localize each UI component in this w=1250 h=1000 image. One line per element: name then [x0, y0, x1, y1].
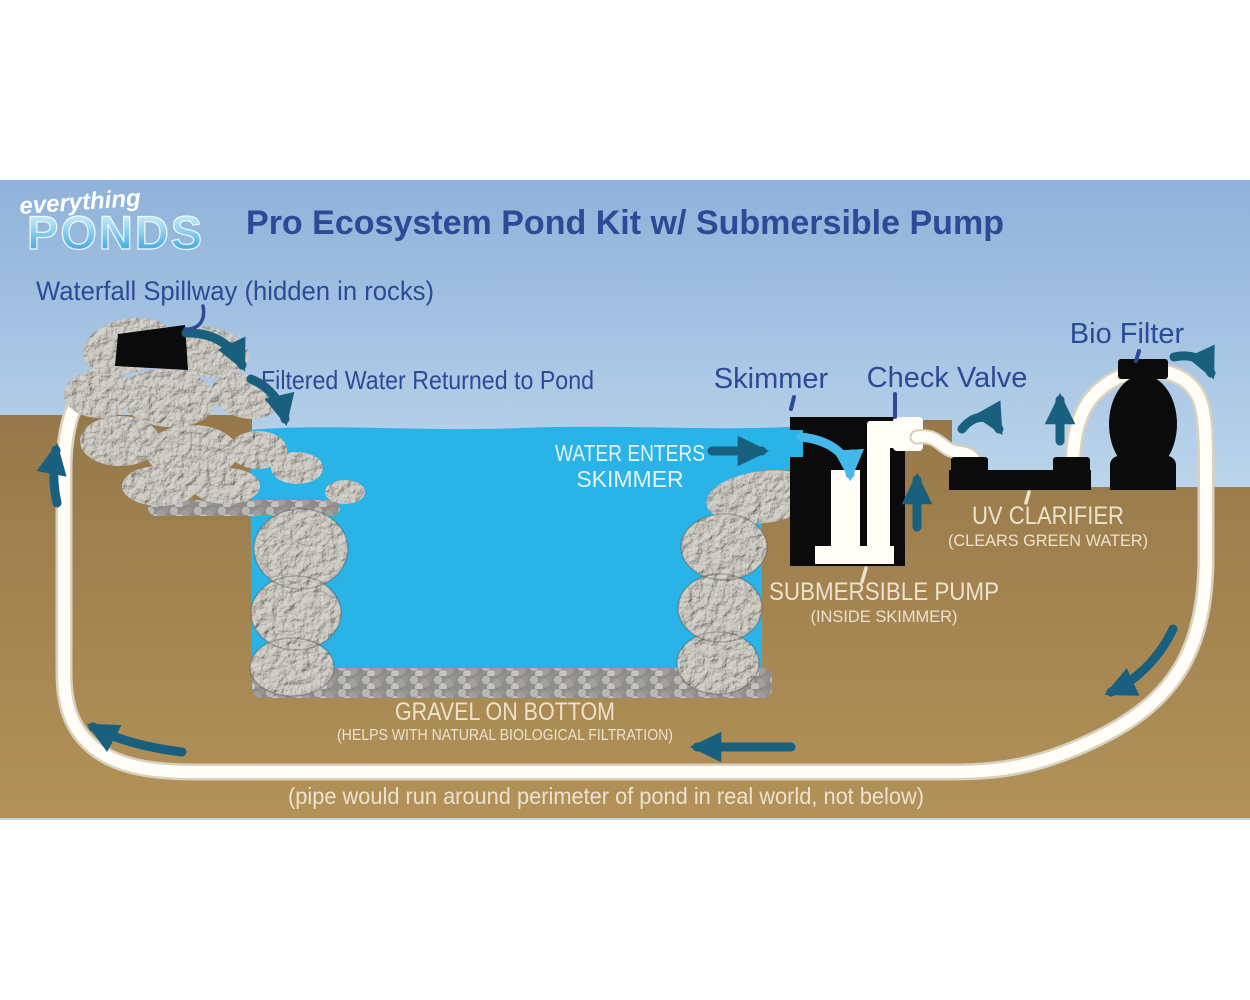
ground	[0, 415, 1250, 818]
label-skimmer: Skimmer	[714, 363, 829, 395]
label-gravel: GRAVEL ON BOTTOM	[395, 698, 615, 726]
diagram-title: Pro Ecosystem Pond Kit w/ Submersible Pu…	[246, 204, 1004, 242]
brand-logo: everything PONDS	[19, 185, 204, 260]
pond-kit-diagram: everything PONDS Pro Ecosystem Pond Kit …	[0, 180, 1250, 820]
arrow-pipe-down-right	[1104, 624, 1178, 697]
arrow-to-uv	[957, 400, 1004, 436]
arrow-pipe-up-left	[36, 442, 67, 508]
pump-outlet-pipe	[867, 426, 890, 548]
pond-water	[250, 426, 790, 689]
label-filtered-water: Filtered Water Returned to Pond	[261, 365, 594, 395]
uv-clarifier-pointer	[1024, 490, 1031, 505]
logo-ponds: PONDS	[27, 206, 204, 259]
label-pointers	[183, 304, 1141, 584]
label-gravel-sub: (HELPS WITH NATURAL BIOLOGICAL FILTRATIO…	[337, 727, 673, 744]
label-bio-filter: Bio Filter	[1070, 318, 1185, 350]
label-waterfall-spillway: Waterfall Spillway (hidden in rocks)	[36, 276, 434, 306]
waterfall-pointer	[183, 304, 206, 331]
pipe-main-loop	[55, 340, 1215, 781]
label-uv-clarifier: UV CLARIFIER	[972, 502, 1124, 530]
arrow-into-skimmer	[796, 432, 864, 482]
bio-filter-pointer	[1134, 349, 1141, 363]
arrow-spillway-flow-1	[181, 328, 247, 372]
label-submersible-pump: SUBMERSIBLE PUMP	[769, 578, 999, 606]
label-pipe-note: (pipe would run around perimeter of pond…	[288, 783, 924, 809]
uv-clarifier	[949, 457, 1091, 490]
flow-arrows	[36, 328, 1216, 763]
bio-filter	[1109, 359, 1177, 490]
label-water-enters-2: SKIMMER	[576, 466, 683, 492]
arrow-pipe-bottom-left	[86, 722, 187, 757]
arrow-biofilter-out	[1169, 344, 1216, 380]
skimmer-pointer	[789, 395, 796, 411]
label-check-valve: Check Valve	[867, 362, 1028, 394]
labels: Pro Ecosystem Pond Kit w/ Submersible Pu…	[36, 204, 1185, 809]
pump-pointer	[860, 566, 868, 584]
waterfall-spillway	[115, 325, 188, 370]
submersible-pump-shape	[831, 470, 860, 548]
label-submersible-pump-sub: (INSIDE SKIMMER)	[811, 608, 958, 626]
label-uv-clarifier-sub: (CLEARS GREEN WATER)	[948, 532, 1148, 550]
gravel-pond-bottom	[252, 668, 772, 698]
arrow-spillway-flow-2	[246, 374, 295, 427]
label-water-enters-1: WATER ENTERS	[555, 440, 705, 466]
